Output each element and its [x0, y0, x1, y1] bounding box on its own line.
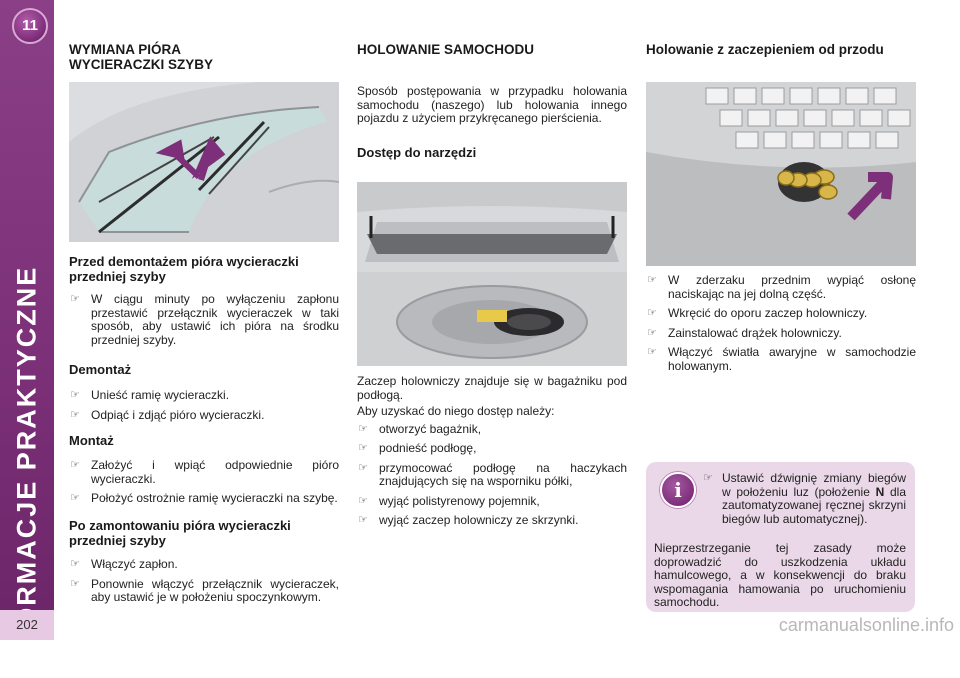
finger-bullet-icon: ☞: [358, 514, 368, 526]
finger-bullet-icon: ☞: [647, 346, 657, 358]
finger-bullet-icon: ☞: [70, 492, 80, 504]
windscreen-wiper-drawing: [69, 82, 339, 242]
list-item: ☞W zderzaku przednim wypiąć osłonę nacis…: [647, 273, 916, 301]
after-fitting-list: ☞Włączyć zapłon. ☞Ponownie włączyć przeł…: [69, 557, 339, 605]
chapter-sidebar: 11 INFORMACJE PRAKTYCZNE 202: [0, 0, 54, 678]
finger-bullet-icon: ☞: [358, 422, 368, 435]
finger-bullet-icon: ☞: [703, 472, 713, 484]
finger-bullet-icon: ☞: [70, 558, 80, 570]
finger-bullet-icon: ☞: [70, 577, 80, 590]
boot-floor-drawing: [357, 182, 627, 366]
tools-access-block: Zaczep holowniczy znajduje się w bagażni…: [357, 374, 627, 534]
before-removal-title: Przed demontażem pióra wycieraczki przed…: [69, 254, 299, 284]
list-item: ☞przymocować podłogę na haczykach znajdu…: [358, 460, 627, 488]
removal-block: Demontaż ☞Unieść ramię wycieraczki. ☞Odp…: [69, 362, 339, 428]
finger-bullet-icon: ☞: [70, 408, 80, 421]
windscreen-wiper-illustration: [69, 82, 339, 242]
front-bumper-drawing: [646, 82, 916, 266]
front-towing-list: ☞W zderzaku przednim wypiąć osłonę nacis…: [646, 273, 916, 373]
finger-bullet-icon: ☞: [70, 459, 80, 471]
list-item: ☞W ciągu minuty po wyłączeniu zapłonu pr…: [70, 292, 339, 347]
fitting-list: ☞Założyć i wpiąć odpowiednie pióro wycie…: [69, 458, 339, 506]
finger-bullet-icon: ☞: [647, 307, 657, 319]
tools-access-text: Aby uzyskać do niego dostęp należy:: [357, 404, 555, 418]
front-towing-heading-wrap: Holowanie z zaczepieniem od przodu: [646, 42, 916, 57]
front-towing-steps: ☞W zderzaku przednim wypiąć osłonę nacis…: [646, 273, 916, 379]
removal-title: Demontaż: [69, 362, 132, 377]
boot-floor-illustration: [357, 182, 627, 366]
towing-intro: Sposób postępowania w przypadku holowani…: [357, 84, 627, 125]
finger-bullet-icon: ☞: [647, 326, 657, 339]
front-towing-heading: Holowanie z zaczepieniem od przodu: [646, 42, 884, 57]
list-item: ☞Włączyć zapłon.: [70, 557, 178, 571]
list-item: ☞wyjąć polistyrenowy pojemnik,: [358, 493, 540, 508]
list-item: ☞podnieść podłogę,: [358, 441, 477, 455]
chapter-number-badge: 11: [12, 8, 48, 44]
towing-section: HOLOWANIE SAMOCHODU Sposób postępowania …: [357, 42, 627, 160]
info-icon: i: [660, 472, 696, 508]
info-bullet-wrap: ☞Ustawić dźwignię zmiany biegów w położe…: [702, 471, 906, 532]
removal-list: ☞Unieść ramię wycieraczki. ☞Odpiąć i zdj…: [69, 388, 339, 422]
list-item: ☞Włączyć światła awaryjne w samochodzie …: [647, 345, 916, 373]
list-item: ☞Wkręcić do oporu zaczep holowniczy.: [647, 306, 868, 320]
wiper-section-heading: WYMIANA PIÓRA WYCIERACZKI SZYBY: [69, 42, 214, 72]
list-item: ☞Zainstalować drążek holowniczy.: [647, 325, 842, 340]
fitting-block: Montaż ☞Założyć i wpiąć odpowiednie piór…: [69, 433, 339, 512]
list-item: ☞Ponownie włączyć przełącznik wycieracze…: [70, 576, 339, 604]
list-item: ☞Unieść ramię wycieraczki.: [70, 388, 230, 402]
after-fitting-block: Po zamontowaniu pióra wycieraczki przedn…: [69, 518, 339, 611]
tools-access-title: Dostęp do narzędzi: [357, 144, 477, 160]
list-item: ☞otworzyć bagażnik,: [358, 421, 482, 436]
list-item: ☞Ustawić dźwignię zmiany biegów w położe…: [703, 471, 906, 526]
before-removal-list: ☞W ciągu minuty po wyłączeniu zapłonu pr…: [69, 292, 339, 347]
list-item: ☞Odpiąć i zdjąć pióro wycieraczki.: [70, 407, 265, 422]
info-note: Nieprzestrzeganie tej zasady może doprow…: [654, 541, 906, 609]
fitting-title: Montaż: [69, 433, 114, 448]
info-box: i ☞Ustawić dźwignię zmiany biegów w poło…: [646, 462, 915, 612]
list-item: ☞wyjąć zaczep holowniczy ze skrzynki.: [358, 513, 579, 527]
tools-access-list: ☞otworzyć bagażnik, ☞podnieść podłogę, ☞…: [357, 421, 627, 528]
watermark: carmanualsonline.info: [778, 615, 954, 635]
finger-bullet-icon: ☞: [647, 274, 657, 286]
page-number: 202: [0, 610, 54, 640]
before-removal-block: Przed demontażem pióra wycieraczki przed…: [69, 254, 339, 353]
finger-bullet-icon: ☞: [358, 494, 368, 507]
after-fitting-title: Po zamontowaniu pióra wycieraczki przedn…: [69, 518, 291, 548]
info-list: ☞Ustawić dźwignię zmiany biegów w położe…: [702, 471, 906, 526]
neutral-position-letter: N: [875, 484, 885, 499]
list-item: ☞Założyć i wpiąć odpowiednie pióro wycie…: [70, 458, 339, 486]
finger-bullet-icon: ☞: [358, 442, 368, 454]
front-bumper-illustration: [646, 82, 916, 266]
wiper-section-heading-wrap: WYMIANA PIÓRA WYCIERACZKI SZYBY: [69, 42, 339, 72]
finger-bullet-icon: ☞: [70, 389, 80, 401]
towing-heading: HOLOWANIE SAMOCHODU: [357, 42, 534, 57]
finger-bullet-icon: ☞: [358, 461, 368, 474]
list-item: ☞Położyć ostrożnie ramię wycieraczki na …: [70, 491, 338, 505]
finger-bullet-icon: ☞: [70, 293, 80, 305]
tools-location-text: Zaczep holowniczy znajduje się w bagażni…: [357, 374, 627, 402]
